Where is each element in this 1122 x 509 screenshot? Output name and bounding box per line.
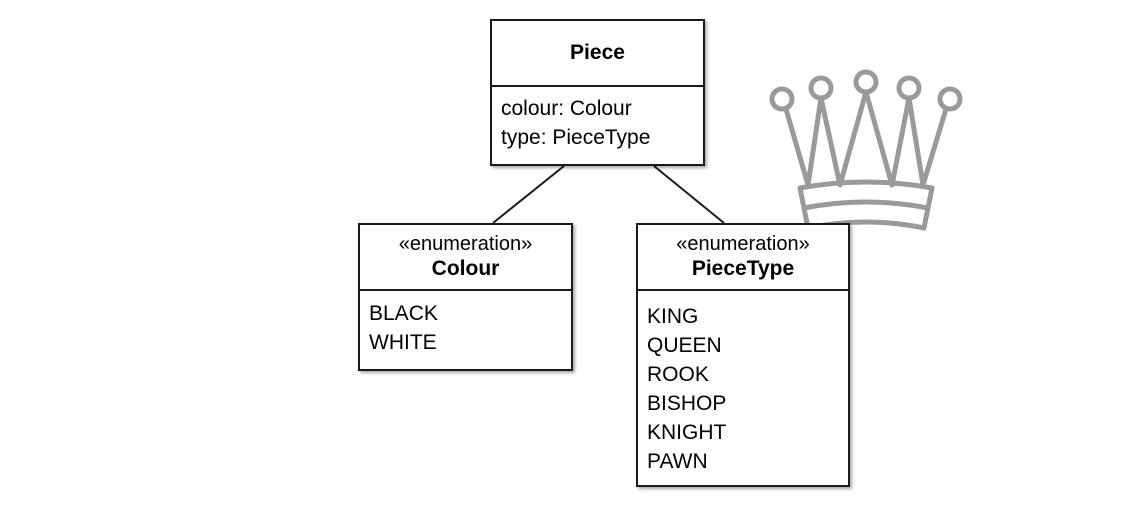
- piece-attribute-colour: colour: Colour: [501, 97, 632, 120]
- piecetype-enum-name: PieceType: [691, 257, 795, 280]
- association-piece-colour: [492, 165, 565, 224]
- piece-class-name: Piece: [570, 41, 625, 64]
- colour-value-white: WHITE: [369, 331, 437, 354]
- association-piece-piecetype: [653, 165, 725, 224]
- queen-crown-icon: [769, 69, 963, 231]
- colour-value-black: BLACK: [369, 302, 438, 325]
- piecetype-value-rook: ROOK: [647, 363, 709, 386]
- piece-attribute-type: type: PieceType: [501, 126, 651, 149]
- piecetype-enum-stereotype: «enumeration»: [676, 233, 810, 255]
- piecetype-enum-box: «enumeration» PieceType KING QUEEN ROOK …: [636, 223, 850, 487]
- piecetype-value-bishop: BISHOP: [647, 392, 727, 415]
- colour-enum-stereotype: «enumeration»: [398, 233, 533, 255]
- piece-class-header: Piece: [492, 21, 703, 87]
- piecetype-value-king: KING: [647, 305, 699, 328]
- piecetype-value-knight: KNIGHT: [647, 421, 727, 444]
- colour-enum-name: Colour: [431, 257, 500, 280]
- piecetype-value-pawn: PAWN: [647, 450, 708, 473]
- piece-class-attributes: colour: Colour type: PieceType: [492, 87, 703, 152]
- piecetype-value-queen: QUEEN: [647, 334, 722, 357]
- piece-class-box: Piece colour: Colour type: PieceType: [490, 19, 705, 166]
- colour-enum-values: BLACK WHITE: [360, 291, 571, 357]
- colour-enum-box: «enumeration» Colour BLACK WHITE: [358, 223, 573, 371]
- colour-enum-header: «enumeration» Colour: [360, 225, 571, 291]
- piecetype-enum-header: «enumeration» PieceType: [638, 225, 848, 291]
- piecetype-enum-values: KING QUEEN ROOK BISHOP KNIGHT PAWN: [638, 291, 848, 476]
